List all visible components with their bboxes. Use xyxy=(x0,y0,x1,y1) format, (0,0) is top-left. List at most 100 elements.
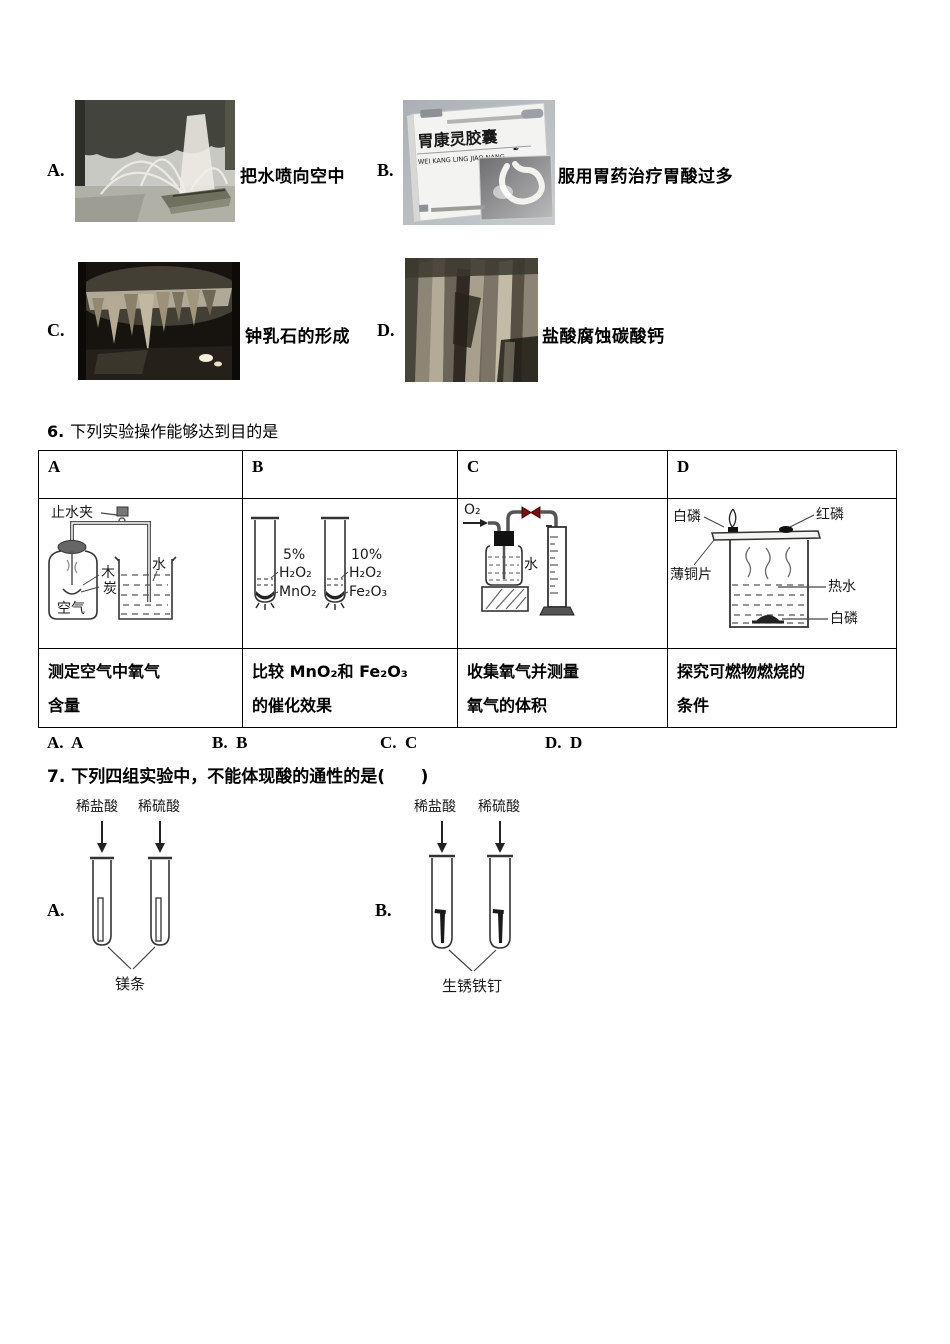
oxygen-gas-label: O₂ xyxy=(464,502,481,518)
q6-choice-a: A. A xyxy=(47,733,84,752)
right-catalyst-label: Fe₂O₃ xyxy=(349,584,387,600)
cave-stalactite-photo xyxy=(76,262,244,385)
gas-bottle xyxy=(48,550,98,620)
q7-question: 7.下列四组实验中，不能体现酸的通性的是( ) xyxy=(47,762,428,787)
q5-option-d-label: D. xyxy=(377,320,395,340)
q6-choice-c: C. C xyxy=(380,733,418,752)
q7-option-a-label: A. xyxy=(47,900,65,920)
air-label: 空气 xyxy=(57,601,85,617)
q6-diagram-d-cell: 白磷 红磷 薄铜片 xyxy=(667,498,897,649)
pinch-clamp-icon xyxy=(116,506,129,517)
rusty-nail xyxy=(492,909,504,943)
flame-icon xyxy=(728,508,737,528)
acid-right-label: 稀硫酸 xyxy=(138,799,180,815)
left-test-tube xyxy=(90,856,114,946)
q5-option-a-label: A. xyxy=(47,160,65,180)
pour-arrows xyxy=(101,821,161,843)
fe2o3-precipitate xyxy=(326,591,344,600)
q5-option-d-caption: 盐酸腐蚀碳酸钙 xyxy=(542,327,665,347)
q6-table-diagram-row: 止水夹 空气 木 炭 xyxy=(38,498,897,649)
acid-left-label: 稀盐酸 xyxy=(414,799,456,815)
steam-squiggles xyxy=(745,546,792,580)
q7-experiment-a-diagram: 稀盐酸 稀硫酸 镁条 xyxy=(60,793,270,1003)
q6-col-c-header: C xyxy=(457,450,668,499)
water-bottle xyxy=(485,545,523,586)
charcoal-label-1: 木 xyxy=(101,565,115,581)
corroded-rock-photo xyxy=(405,258,538,387)
white-phosphorus-top-label: 白磷 xyxy=(673,509,701,525)
left-test-tube xyxy=(251,516,279,610)
acid-left-label: 稀盐酸 xyxy=(76,799,118,815)
valve-icon xyxy=(521,506,532,519)
q6-col-a-header: A xyxy=(38,450,243,499)
q6-purpose-d: 探究可燃物燃烧的条件 xyxy=(667,648,897,728)
charcoal-label-2: 炭 xyxy=(103,581,117,597)
left-solution-label: H₂O₂ xyxy=(279,565,312,581)
q6-diagram-b-cell: 5% H₂O₂ MnO₂ 10% H₂O₂ Fe₂O₃ xyxy=(242,498,458,649)
submerged-white-phosphorus xyxy=(752,615,784,624)
q6-choice-d: D. D xyxy=(545,733,583,752)
hot-water-beaker xyxy=(729,540,809,628)
gas-flow-arrow xyxy=(480,519,488,527)
rubber-stopper xyxy=(494,531,514,546)
right-test-tube xyxy=(487,854,513,949)
red-phosphorus-mound xyxy=(779,526,793,533)
q7-experiment-b-diagram: 稀盐酸 稀硫酸 xyxy=(398,793,618,1003)
q5-option-c-caption: 钟乳石的形成 xyxy=(245,327,350,347)
graduated-cylinder xyxy=(539,525,575,616)
svg-text:✒: ✒ xyxy=(513,145,521,154)
q5-option-b-label: B. xyxy=(377,160,394,180)
right-percent-label: 10% xyxy=(351,547,382,563)
q7-number: 7. xyxy=(47,767,66,787)
substance-label: 镁条 xyxy=(115,975,145,993)
medicine-package-photo: 胃康灵胶囊 ✒ WEI KANG LING JIAO NANG xyxy=(403,100,555,230)
q5-option-c-label: C. xyxy=(47,320,65,340)
q6-table: A B C D 止水夹 空气 木 xyxy=(38,450,897,728)
burning-white-phosphorus xyxy=(728,508,738,534)
pour-arrows xyxy=(441,821,501,843)
q7-option-b-label: B. xyxy=(375,900,392,920)
q6-question: 6.下列实验操作能够达到目的是 xyxy=(47,418,278,442)
q6-col-b-header: B xyxy=(242,450,458,499)
medicine-title: 胃康灵胶囊 xyxy=(417,127,499,151)
q6-table-header-row: A B C D xyxy=(38,450,897,499)
q6-purpose-c: 收集氧气并测量氧气的体积 xyxy=(457,648,668,728)
water-label: 水 xyxy=(152,557,166,573)
q6-purpose-a: 测定空气中氧气含量 xyxy=(38,648,243,728)
right-test-tube xyxy=(321,516,349,610)
hot-water-label: 热水 xyxy=(828,579,856,595)
fountain-photo xyxy=(75,100,235,227)
combustion-spoon xyxy=(62,588,82,595)
air-oxygen-apparatus-diagram: 止水夹 空气 木 炭 xyxy=(48,505,177,620)
q6-diagram-a-cell: 止水夹 空气 木 炭 xyxy=(38,498,243,649)
beaker xyxy=(114,556,177,620)
q7-text: 下列四组实验中，不能体现酸的通性的是( ) xyxy=(71,767,429,787)
q6-text: 下列实验操作能够达到目的是 xyxy=(70,424,279,441)
red-phosphorus-label: 红磷 xyxy=(816,507,844,523)
q6-diagram-c-cell: O₂ 水 xyxy=(457,498,668,649)
q6-col-d-header: D xyxy=(667,450,897,499)
white-phosphorus-bottom-label: 白磷 xyxy=(830,611,858,627)
magnesium-strip xyxy=(155,897,162,942)
support-block xyxy=(481,586,529,612)
left-test-tube xyxy=(429,854,455,949)
right-test-tube xyxy=(148,856,172,946)
rusty-nail xyxy=(434,909,446,943)
left-catalyst-label: MnO₂ xyxy=(279,584,317,600)
copper-sheet xyxy=(711,530,821,541)
magnesium-strip xyxy=(97,897,104,942)
q6-choice-b: B. B xyxy=(212,733,248,752)
catalyst-comparison-diagram: 5% H₂O₂ MnO₂ 10% H₂O₂ Fe₂O₃ xyxy=(251,516,387,610)
combustion-conditions-diagram: 白磷 红磷 薄铜片 xyxy=(670,507,858,628)
q5-option-b-caption: 服用胃药治疗胃酸过多 xyxy=(558,167,733,187)
substance-label: 生锈铁钉 xyxy=(442,977,502,995)
oxygen-collection-diagram: O₂ 水 xyxy=(463,502,575,616)
acid-right-label: 稀硫酸 xyxy=(478,799,520,815)
pinch-clamp-label: 止水夹 xyxy=(51,505,93,521)
copper-sheet-label: 薄铜片 xyxy=(670,567,712,583)
right-solution-label: H₂O₂ xyxy=(349,565,382,581)
left-percent-label: 5% xyxy=(283,547,305,563)
